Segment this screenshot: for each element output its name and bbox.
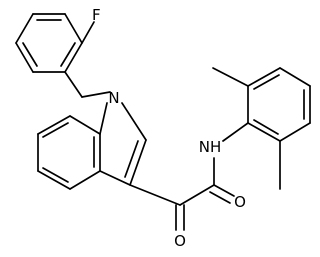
indole-benzene-ring — [37, 115, 101, 190]
amide-oxygen-label: O — [234, 193, 246, 211]
c3-carbonyl-bond — [129, 184, 181, 206]
upper-methyl-bond — [212, 67, 249, 87]
pyrrole-ring — [99, 102, 147, 186]
carbonyl-carbonyl-bond — [179, 184, 215, 206]
ketone-oxygen-label: O — [174, 232, 186, 250]
c-f-bond — [81, 21, 95, 44]
amide-double-bond-a — [213, 184, 235, 197]
amide-nh-label: NH — [199, 138, 222, 156]
amide-double-bond-b — [209, 191, 231, 204]
nh-aryl-bond — [222, 122, 249, 142]
benzyl-bond — [64, 71, 83, 98]
dimethylphenyl-ring — [247, 67, 311, 142]
indole-nitrogen-label: N — [108, 89, 119, 107]
ch2-n-bond — [81, 91, 111, 98]
fluorophenyl-ring — [15, 13, 83, 73]
fluorine-label: F — [92, 6, 101, 24]
